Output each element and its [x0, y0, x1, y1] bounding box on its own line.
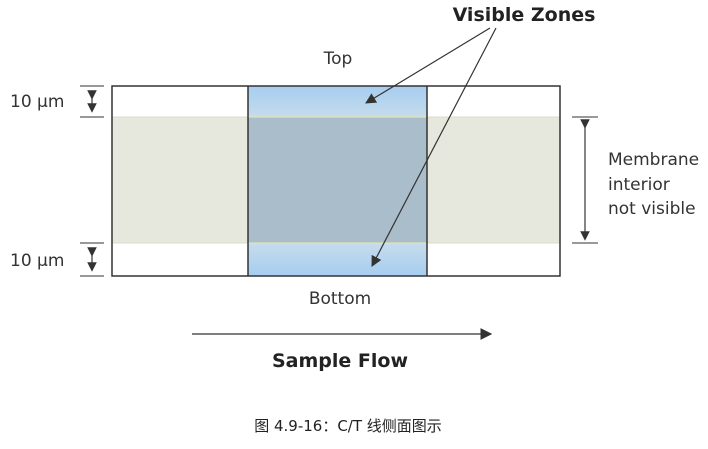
window-interior: [248, 117, 427, 243]
bottom-thickness-label: 10 µm: [10, 251, 64, 271]
visible-zones-arrow-top: [365, 27, 491, 104]
visible-zones-title: Visible Zones: [453, 4, 596, 26]
membrane-interior-label-1: Membrane: [608, 150, 699, 170]
membrane-interior-label-2: interior: [608, 175, 670, 195]
visible-zone-top: [248, 86, 427, 117]
visible-zones-arrow-bottom: [371, 27, 497, 267]
sample-flow-label: Sample Flow: [272, 350, 408, 372]
membrane-interior-label-3: not visible: [608, 199, 696, 219]
membrane-outline: [111, 85, 561, 277]
top-label: Top: [323, 49, 353, 69]
visible-zone-bottom: [248, 243, 427, 276]
bottom-label: Bottom: [309, 289, 371, 309]
top-thickness-label: 10 µm: [10, 92, 64, 112]
figure-caption: 图 4.9-16：C/T 线侧面图示: [254, 417, 442, 435]
